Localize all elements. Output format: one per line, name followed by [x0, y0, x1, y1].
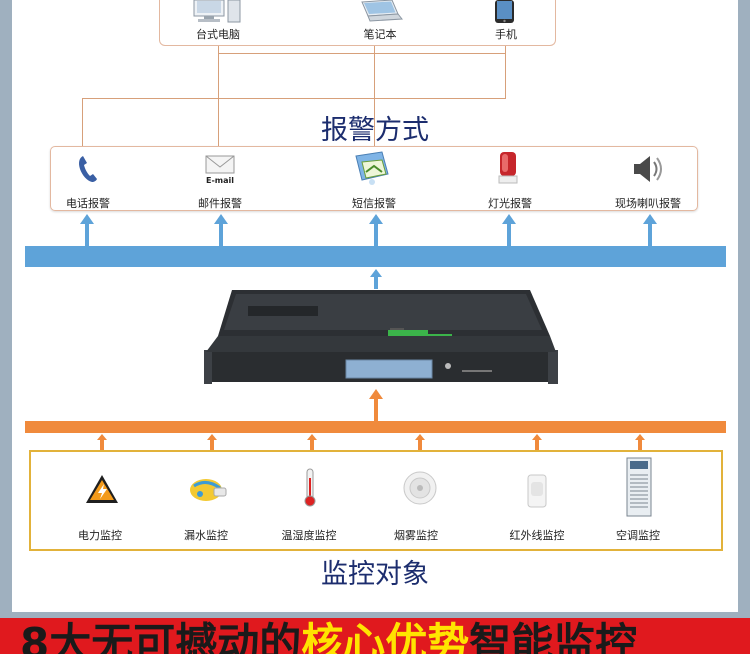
alarm-label-speaker: 现场喇叭报警: [615, 197, 681, 210]
devices-box: [159, 0, 556, 46]
monitor-label-temp-humidity: 温湿度监控: [281, 529, 337, 542]
bottom-banner: 8大无可撼动的核心优势智能监控: [0, 618, 750, 654]
laptop-icon: [361, 0, 403, 22]
up-arrow-icon: [415, 434, 425, 451]
desktop-icon: [193, 0, 241, 23]
alarm-label-light: 灯光报警: [488, 197, 532, 210]
banner-text: 8大无可撼动的核心优势智能监控: [20, 620, 637, 654]
smoke-detector-icon: [403, 471, 437, 505]
up-arrow-icon: [635, 434, 645, 451]
phone-label: 手机: [495, 28, 517, 41]
monitoring-host-device: [204, 290, 558, 384]
up-arrow-icon: [214, 214, 228, 246]
alarm-label-sms: 短信报警: [352, 197, 396, 210]
up-arrow-icon: [207, 434, 217, 451]
connector-line: [374, 46, 375, 146]
desktop-label: 台式电脑: [196, 28, 240, 41]
up-arrow-icon: [643, 214, 657, 246]
up-arrow-icon: [97, 434, 107, 451]
connector-line: [218, 53, 506, 54]
up-arrow-icon: [370, 269, 382, 289]
banner-text-part1: 8大无可撼动的: [20, 619, 302, 654]
banner-text-highlight: 核心优势: [301, 619, 470, 654]
connector-line: [505, 46, 506, 98]
up-arrow-icon: [307, 434, 317, 451]
up-arrow-icon: [532, 434, 542, 451]
up-arrow-icon: [369, 389, 383, 423]
connector-line: [82, 98, 83, 146]
monitor-objects-title: 监控对象: [321, 559, 429, 590]
alarm-light-icon: [498, 152, 518, 184]
air-conditioner-icon: [626, 457, 652, 517]
up-arrow-icon: [369, 214, 383, 246]
monitor-objects-box: [29, 450, 723, 551]
alarm-label-email: 邮件报警: [198, 197, 242, 210]
up-arrow-icon: [502, 214, 516, 246]
connector-line: [218, 46, 219, 146]
monitor-label-ac: 空调监控: [616, 529, 660, 542]
thermometer-icon: [304, 468, 316, 507]
orange-bus-bar: [25, 421, 726, 433]
water-leak-icon: [190, 479, 227, 501]
monitor-label-smoke: 烟雾监控: [394, 529, 438, 542]
power-warning-icon: [86, 475, 118, 503]
email-icon-text: E-mail: [206, 176, 234, 185]
infrared-sensor-icon: [527, 474, 547, 508]
up-arrow-icon: [80, 214, 94, 246]
speaker-icon: [634, 156, 662, 182]
monitor-label-water: 漏水监控: [184, 529, 228, 542]
up-arrows-orange: [97, 434, 645, 451]
laptop-label: 笔记本: [363, 28, 397, 41]
phone-handset-icon: [79, 156, 97, 182]
sms-icon: [355, 151, 389, 185]
alarm-label-phone: 电话报警: [66, 197, 110, 210]
alarm-methods-box: [50, 146, 698, 211]
monitor-label-infrared: 红外线监控: [509, 529, 565, 542]
phone-icon: [495, 0, 514, 23]
banner-text-part2: 智能监控: [469, 619, 638, 654]
monitor-label-power: 电力监控: [78, 529, 122, 542]
alarm-methods-title: 报警方式: [321, 115, 429, 146]
blue-bus-bar: [25, 246, 726, 267]
connector-line: [82, 98, 506, 99]
up-arrows-blue: [80, 214, 657, 246]
email-icon: E-mail: [205, 155, 235, 185]
